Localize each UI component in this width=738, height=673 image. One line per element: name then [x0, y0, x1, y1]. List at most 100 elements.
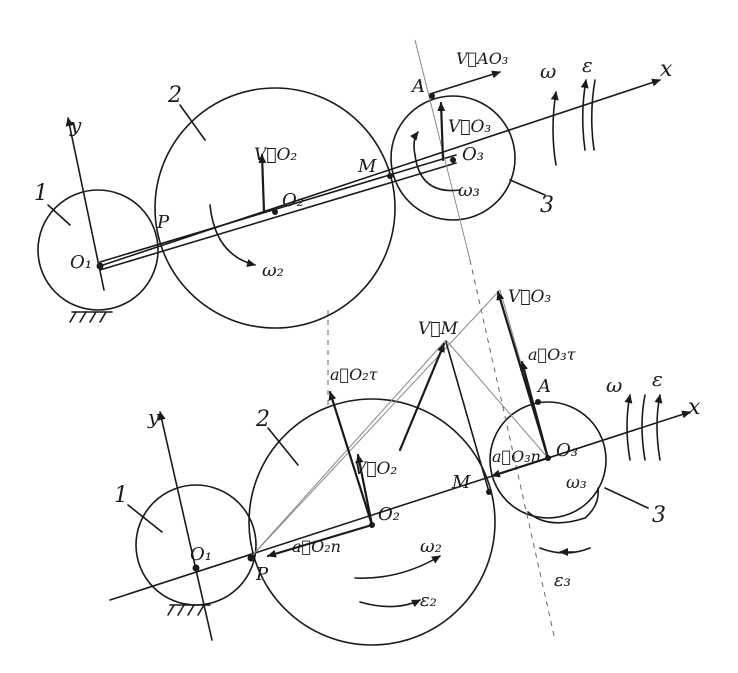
top-leader-1	[47, 204, 71, 226]
top-label-vao3: V⃗AO₃	[456, 49, 508, 68]
bottom-vm-side	[445, 341, 490, 493]
top-point-o2	[272, 209, 278, 215]
top-gear-2	[154, 87, 396, 329]
bottom-omega2-arc	[354, 555, 441, 579]
top-label-2: 2	[167, 83, 182, 108]
bottom-leader-3	[604, 487, 649, 509]
top-label-m: M	[357, 156, 377, 177]
bottom-label-w3: ω₃	[566, 473, 587, 493]
bottom-a-o3n-arrow	[490, 456, 550, 478]
top-omega-arrow	[550, 91, 559, 166]
bottom-x-axis	[109, 410, 691, 601]
top-leader-2	[179, 104, 206, 141]
bottom-leader-2	[267, 427, 299, 466]
top-label-w3: ω₃	[458, 180, 480, 201]
bottom-point-o1	[192, 564, 200, 572]
bottom-line-p-vo3	[249, 289, 501, 559]
bottom-label-y: y	[147, 405, 160, 429]
top-label-vo2: V⃗O₂	[254, 145, 297, 165]
top-omega2-arc	[209, 204, 256, 267]
bottom-point-a	[535, 399, 541, 405]
top-x-axis	[99, 78, 661, 267]
bottom-a-o2n-arrow	[266, 523, 374, 558]
bottom-label-3: 3	[652, 503, 666, 528]
top-label-o2: O₂	[282, 190, 304, 211]
top-crank-bar-b	[99, 162, 457, 271]
top-epsilon-arrow-2	[590, 79, 596, 151]
bottom-label-ao3t: a⃗O₃τ	[528, 345, 577, 364]
top-label-e: ε	[582, 53, 593, 77]
top-label-w: ω	[540, 59, 556, 83]
bottom-label-a: A	[536, 376, 551, 397]
bottom-a-o2t-arrow	[328, 390, 374, 527]
bottom-omega-arrow	[624, 394, 633, 461]
top-label-w2: ω₂	[262, 260, 284, 281]
bottom-omega-arrow-2	[641, 394, 646, 461]
top-label-o3: O₃	[462, 144, 484, 165]
top-leader-3	[509, 179, 546, 196]
bottom-leader-1	[127, 504, 163, 533]
bottom-label-p: P	[255, 564, 269, 585]
top-omega3-arrow	[410, 131, 419, 156]
bottom-label-m: M	[451, 472, 471, 493]
top-label-1: 1	[34, 181, 48, 206]
bottom-label-1: 1	[114, 483, 128, 508]
bottom-label-ao2n: a⃗O₂n	[292, 537, 341, 556]
bottom-point-p	[247, 554, 255, 562]
bottom-eps2-arc	[359, 599, 421, 608]
bottom-point-m	[486, 489, 492, 495]
bottom-ground-hatch	[167, 604, 211, 616]
bottom-figure: y x 1 2 3 O₁ O₂ O₃ P M A V⃗O₂ V⃗O₃ V⃗M a…	[109, 259, 701, 646]
top-v-ao3-arrow	[429, 70, 501, 95]
top-v-o2-arrow	[258, 153, 267, 214]
top-label-o1: O₁	[70, 252, 92, 273]
bottom-label-e: ε	[652, 367, 663, 391]
bottom-dash-vertical	[469, 259, 556, 641]
bottom-label-w2: ω₂	[420, 536, 442, 557]
top-gear-3	[390, 95, 516, 221]
top-crank-bar-a	[99, 154, 457, 263]
top-point-a	[429, 93, 435, 99]
top-label-a: A	[410, 76, 425, 97]
bottom-label-e3: ε₃	[554, 570, 571, 591]
bottom-label-ao3n: a⃗O₃n	[492, 447, 541, 466]
top-y-axis	[65, 117, 105, 291]
top-epsilon-arrow	[580, 79, 589, 151]
top-figure: y x 1 2 3 O₁ O₂ O₃ P M A V⃗O₂ V⃗O₃ V⃗AO₃…	[34, 39, 673, 329]
bottom-omega3-arc	[527, 487, 600, 524]
top-label-p: P	[156, 212, 170, 233]
bottom-epsilon-arrow	[654, 394, 663, 461]
bottom-y-axis	[157, 411, 213, 641]
bottom-label-vo2: V⃗O₂	[354, 459, 397, 479]
bottom-gear-2	[248, 398, 496, 646]
top-ground-hatch	[69, 311, 113, 323]
top-label-3: 3	[540, 193, 554, 218]
bottom-label-ao2t: a⃗O₂τ	[330, 365, 379, 384]
bottom-line-vm-o3	[445, 339, 549, 459]
bottom-label-vo3: V⃗O₃	[508, 287, 551, 307]
top-omega3-arc	[414, 154, 461, 192]
bottom-label-o1: O₁	[190, 544, 212, 565]
bottom-label-o2: O₂	[378, 504, 400, 525]
bottom-gear-3	[489, 401, 607, 519]
bottom-label-w: ω	[606, 373, 622, 397]
top-v-o3-arrow	[437, 101, 446, 162]
top-label-vo3: V⃗O₃	[448, 117, 491, 137]
top-point-m	[387, 173, 393, 179]
top-point-o3	[450, 157, 456, 163]
top-gear-1	[37, 189, 159, 311]
bottom-label-e2: ε₂	[420, 590, 437, 611]
bottom-point-o3	[545, 455, 551, 461]
bottom-a-o3t-arrow	[520, 360, 550, 460]
bottom-label-x: x	[688, 395, 701, 420]
top-label-y: y	[69, 113, 82, 137]
bottom-label-2: 2	[255, 407, 270, 432]
top-point-o1	[96, 262, 104, 270]
bottom-v-o2-arrow	[355, 453, 374, 527]
bottom-vm-arrow	[398, 342, 446, 452]
bottom-point-o2	[369, 522, 375, 528]
bottom-label-vm: V⃗M	[418, 319, 458, 339]
top-label-x: x	[660, 57, 673, 82]
